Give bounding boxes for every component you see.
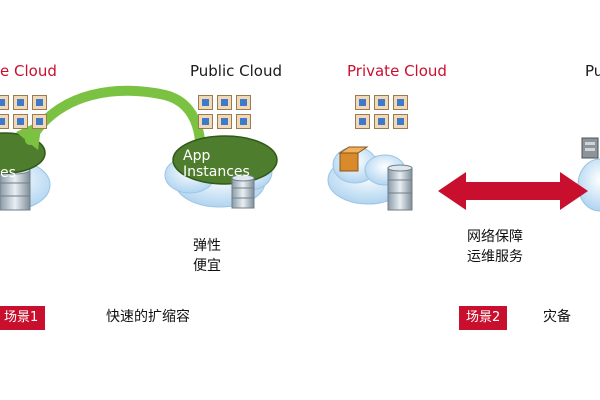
migration-arrow-icon (25, 85, 205, 145)
scenario2-caption: 灾备 (543, 309, 571, 325)
instance-icon (236, 114, 251, 129)
instance-icon (393, 114, 408, 129)
scenario1-source-label: e Cloud (0, 62, 57, 80)
instance-icon (374, 114, 389, 129)
left-instance-grid (0, 95, 47, 129)
link-line2: 运维服务 (467, 249, 523, 265)
instance-icon (198, 95, 213, 110)
far-right-cloud-icon (577, 158, 600, 212)
instance-icon (374, 95, 389, 110)
instance-icon (236, 95, 251, 110)
benefit-line1: 弹性 (193, 238, 221, 254)
instance-icon (13, 114, 28, 129)
instance-icon (217, 114, 232, 129)
left-instances-fragment: es (0, 165, 16, 181)
instance-icon (217, 95, 232, 110)
app-instances-line2: Instances (183, 164, 250, 180)
instance-icon (0, 95, 9, 110)
app-instances-line1: App (183, 148, 211, 164)
private-storage-icon (387, 164, 413, 211)
instance-icon (355, 114, 370, 129)
app-instances-label: App Instances (183, 148, 250, 180)
server-icon (581, 137, 599, 159)
benefit-line2: 便宜 (193, 258, 221, 274)
instance-icon (0, 114, 9, 129)
sync-double-arrow-icon (438, 172, 588, 210)
instance-icon (13, 95, 28, 110)
scenario2-target-label: Pu (585, 62, 600, 80)
instance-icon (393, 95, 408, 110)
app-box-icon (338, 146, 369, 172)
benefits-text: 弹性 便宜 (193, 236, 221, 276)
link-services-text: 网络保障 运维服务 (467, 227, 523, 267)
instance-icon (32, 95, 47, 110)
scenario2-tag: 场景2 (459, 306, 508, 330)
scenario1-tag: 场景1 (0, 306, 46, 330)
public-storage-icon (231, 174, 255, 209)
private-instance-grid (355, 95, 408, 129)
scenario2-source-label: Private Cloud (347, 62, 447, 80)
public-instance-grid (198, 95, 251, 129)
scenario1-caption: 快速的扩缩容 (106, 309, 190, 325)
instance-icon (355, 95, 370, 110)
scenario1-target-label: Public Cloud (190, 62, 283, 80)
public-instances-ellipse (172, 135, 278, 185)
instance-icon (32, 114, 47, 129)
link-line1: 网络保障 (467, 229, 523, 245)
instance-icon (198, 114, 213, 129)
